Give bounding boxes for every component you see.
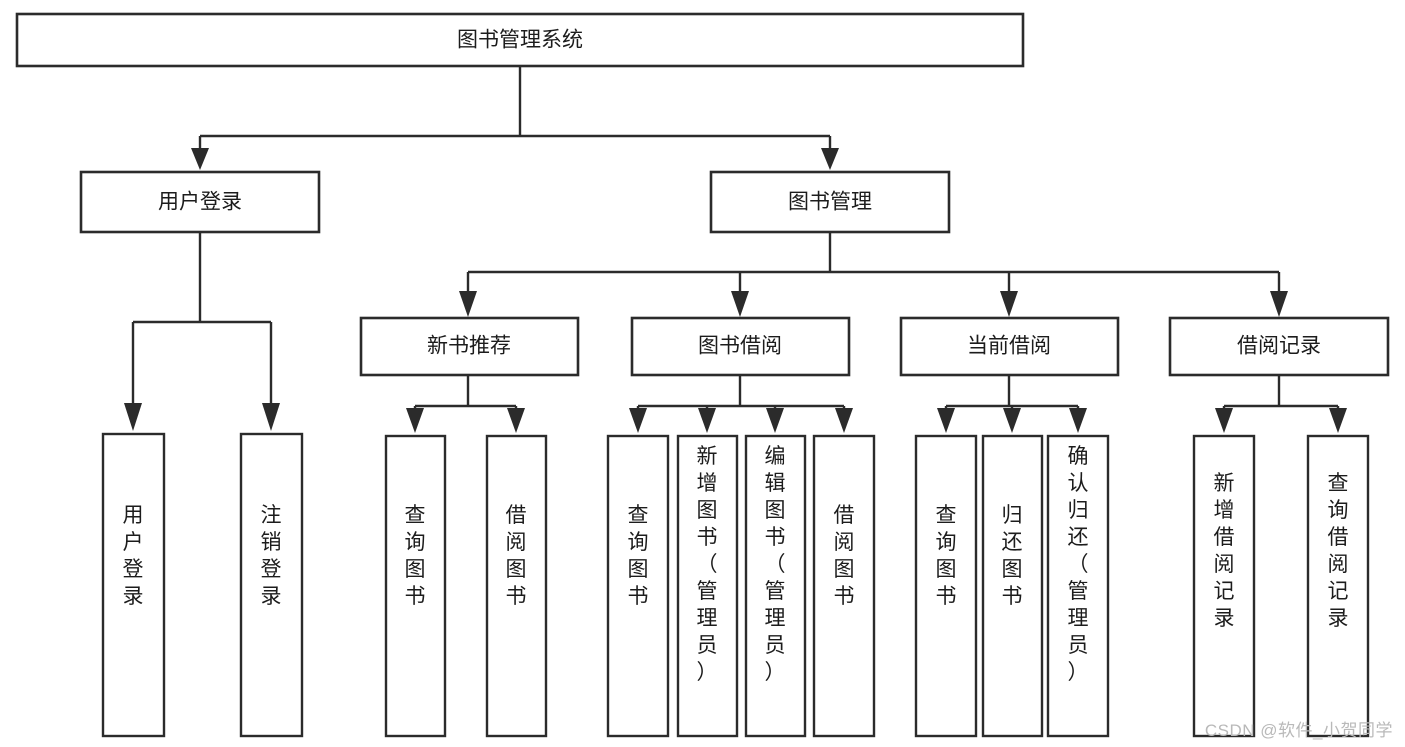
arrow-to-leaf-query-book-3 <box>937 408 955 433</box>
leaf-borrow-book[interactable]: 借阅图书 <box>812 434 876 738</box>
leaf-query-book-borrow-label: 查询图书 <box>628 504 649 608</box>
leaf-logout[interactable]: 注销登录 <box>239 432 304 738</box>
leaf-user-login[interactable]: 用户登录 <box>101 432 166 738</box>
node-book-borrow[interactable]: 图书借阅 <box>630 316 851 377</box>
leaf-edit-book-label: 编辑图书（管理员） <box>765 445 786 684</box>
node-user-login-box[interactable] <box>79 170 321 234</box>
arrow-to-current-borrow <box>1000 291 1018 317</box>
node-user-login[interactable]: 用户登录 <box>79 170 321 234</box>
arrow-to-leaf-add-record <box>1215 408 1233 433</box>
node-book-manage-label: 图书管理 <box>788 191 872 214</box>
leaf-add-book[interactable]: 新增图书（管理员） <box>676 434 739 738</box>
leaf-add-book-label: 新增图书（管理员） <box>697 445 718 684</box>
node-current-borrow-box[interactable] <box>899 316 1120 377</box>
leaf-borrow-book-recommend-box[interactable] <box>485 434 548 738</box>
arrow-to-leaf-user-login <box>124 403 142 431</box>
csdn-watermark: CSDN @软件_小贺同学 <box>1204 721 1393 740</box>
node-book-manage-box[interactable] <box>709 170 951 234</box>
node-book-borrow-label: 图书借阅 <box>698 335 782 358</box>
leaf-borrow-book-recommend[interactable]: 借阅图书 <box>485 434 548 738</box>
node-current-borrow[interactable]: 当前借阅 <box>899 316 1120 377</box>
arrow-to-leaf-query-record <box>1329 408 1347 433</box>
leaf-query-book-borrow-box[interactable] <box>606 434 670 738</box>
leaf-borrow-book-box[interactable] <box>812 434 876 738</box>
leaf-user-login-label: 用户登录 <box>123 504 144 608</box>
leaf-query-book-current-box[interactable] <box>914 434 978 738</box>
node-root[interactable]: 图书管理系统 <box>15 12 1025 68</box>
node-book-manage[interactable]: 图书管理 <box>709 170 951 234</box>
leaf-borrow-book-label: 借阅图书 <box>834 504 855 608</box>
leaf-query-book-borrow[interactable]: 查询图书 <box>606 434 670 738</box>
leaf-query-book-recommend[interactable]: 查询图书 <box>384 434 447 738</box>
leaf-query-book-current[interactable]: 查询图书 <box>914 434 978 738</box>
leaf-return-book-box[interactable] <box>981 434 1044 738</box>
leaf-query-borrow-record[interactable]: 查询借阅记录 <box>1306 434 1370 738</box>
arrow-to-borrow-record <box>1270 291 1288 317</box>
leaf-query-book-recommend-label: 查询图书 <box>405 504 426 608</box>
arrow-to-leaf-borrow-book-1 <box>507 408 525 433</box>
arrow-to-leaf-borrow-book-2 <box>835 408 853 433</box>
leaf-query-borrow-record-label: 查询借阅记录 <box>1328 472 1349 630</box>
node-book-borrow-box[interactable] <box>630 316 851 377</box>
node-borrow-record[interactable]: 借阅记录 <box>1168 316 1390 377</box>
node-new-book-recommend-label: 新书推荐 <box>427 335 511 358</box>
leaf-edit-book-box[interactable] <box>744 434 807 738</box>
arrow-to-book-manage <box>821 148 839 170</box>
leaf-return-book-label: 归还图书 <box>1002 504 1023 608</box>
leaf-query-book-recommend-box[interactable] <box>384 434 447 738</box>
arrow-to-new-book <box>459 291 477 317</box>
arrow-to-leaf-confirm-return <box>1069 408 1087 433</box>
arrow-to-user-login <box>191 148 209 170</box>
node-new-book-recommend[interactable]: 新书推荐 <box>359 316 580 377</box>
leaf-add-borrow-record-label: 新增借阅记录 <box>1214 472 1235 630</box>
leaf-edit-book[interactable]: 编辑图书（管理员） <box>744 434 807 738</box>
leaf-confirm-return-box[interactable] <box>1046 434 1110 738</box>
leaf-add-book-box[interactable] <box>676 434 739 738</box>
node-root-box[interactable] <box>15 12 1025 68</box>
arrow-to-leaf-add-book <box>698 408 716 433</box>
leaf-query-borrow-record-box[interactable] <box>1306 434 1370 738</box>
arrow-to-leaf-query-book-2 <box>629 408 647 433</box>
node-root-label: 图书管理系统 <box>457 29 583 52</box>
node-borrow-record-box[interactable] <box>1168 316 1390 377</box>
arrow-to-leaf-edit-book <box>766 408 784 433</box>
leaf-return-book[interactable]: 归还图书 <box>981 434 1044 738</box>
leaf-user-login-box[interactable] <box>101 432 166 738</box>
leaf-add-borrow-record-box[interactable] <box>1192 434 1256 738</box>
leaf-query-book-current-label: 查询图书 <box>936 504 957 608</box>
arrow-to-leaf-return-book <box>1003 408 1021 433</box>
node-new-book-recommend-box[interactable] <box>359 316 580 377</box>
leaf-borrow-book-recommend-label: 借阅图书 <box>506 504 527 608</box>
arrow-to-leaf-query-book-1 <box>406 408 424 433</box>
leaf-logout-label: 注销登录 <box>261 504 282 608</box>
leaf-logout-box[interactable] <box>239 432 304 738</box>
node-borrow-record-label: 借阅记录 <box>1237 335 1321 358</box>
leaf-add-borrow-record[interactable]: 新增借阅记录 <box>1192 434 1256 738</box>
leaf-confirm-return-label: 确认归还（管理员） <box>1068 445 1089 684</box>
node-user-login-label: 用户登录 <box>158 191 242 214</box>
arrow-to-leaf-logout <box>262 403 280 431</box>
connector-layer <box>124 66 1347 433</box>
leaf-confirm-return[interactable]: 确认归还（管理员） <box>1046 434 1110 738</box>
node-current-borrow-label: 当前借阅 <box>967 335 1051 358</box>
arrow-to-book-borrow <box>731 291 749 317</box>
